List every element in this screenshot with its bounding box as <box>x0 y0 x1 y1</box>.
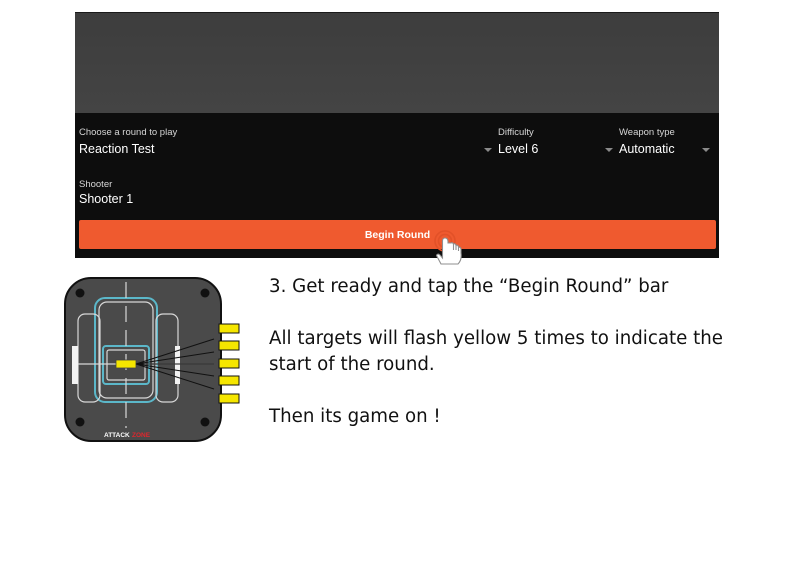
shooter-select[interactable]: Shooter 1 <box>79 192 134 206</box>
difficulty-label: Difficulty <box>498 127 534 138</box>
weapon-select[interactable]: Automatic <box>619 142 675 156</box>
step-instruction: 3. Get ready and tap the “Begin Round” b… <box>269 276 669 297</box>
target-device-illustration: ATTACK ZONE <box>64 277 240 442</box>
app-screen: Choose a round to play Reaction Test Dif… <box>75 12 719 258</box>
dropdown-arrow-icon[interactable] <box>605 148 613 152</box>
dropdown-arrow-icon[interactable] <box>484 148 492 152</box>
dropdown-arrow-icon[interactable] <box>702 148 710 152</box>
begin-round-label: Begin Round <box>364 228 431 241</box>
shooter-label: Shooter <box>79 179 113 190</box>
svg-text:ZONE: ZONE <box>132 432 151 439</box>
round-label: Choose a round to play <box>79 127 178 138</box>
app-header-banner <box>75 13 719 113</box>
device-logo: ATTACK <box>104 432 130 439</box>
flash-instruction: All targets will flash yellow 5 times to… <box>269 328 723 375</box>
weapon-label: Weapon type <box>619 127 675 138</box>
begin-round-button[interactable]: Begin Round <box>79 220 716 249</box>
difficulty-select[interactable]: Level 6 <box>498 142 539 156</box>
instructions-panel: 3. Get ready and tap the “Begin Round” b… <box>269 274 769 430</box>
round-select[interactable]: Reaction Test <box>79 142 155 156</box>
game-on-text: Then its game on ! <box>269 406 441 427</box>
pointing-hand-tap-icon <box>434 230 462 265</box>
